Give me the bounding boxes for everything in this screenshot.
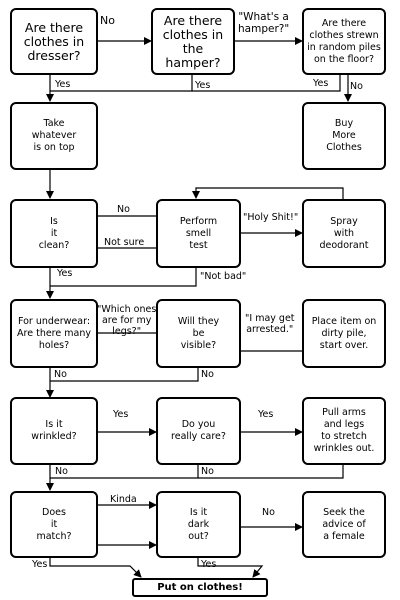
label-may-get-arrested: "I may get arrested." xyxy=(245,313,295,335)
label-no-underwear: No xyxy=(54,369,67,380)
node-place-on-dirty-pile: Place item on dirty pile, start over. xyxy=(302,299,386,368)
node-pull-arms-legs: Pull arms and legs to stretch wrinkles o… xyxy=(302,397,386,465)
label-yes-care: Yes xyxy=(258,409,274,420)
arrow-visible-no xyxy=(50,367,199,382)
node-spray-deodorant: Spray with deodorant xyxy=(302,199,386,268)
node-do-you-care: Do you really care? xyxy=(156,397,241,465)
arrow-floor-yes xyxy=(192,74,341,92)
label-yes-dresser: Yes xyxy=(55,79,71,90)
node-take-whatever: Take whatever is on top xyxy=(10,102,98,170)
label-no-dresser: No xyxy=(100,14,115,27)
label-yes-match: Yes xyxy=(32,559,48,570)
label-kinda: Kinda xyxy=(110,494,137,505)
node-clothes-in-hamper: Are there clothes in the hamper? xyxy=(151,8,235,75)
label-yes-hamper: Yes xyxy=(195,80,211,91)
node-perform-smell-test: Perform smell test xyxy=(156,199,241,268)
node-clothes-in-dresser: Are there clothes in dresser? xyxy=(10,8,98,75)
label-yes-clean: Yes xyxy=(57,268,73,279)
label-no-dark: No xyxy=(262,507,275,518)
label-holy-shit: "Holy Shit!" xyxy=(243,212,299,223)
label-not-sure: Not sure xyxy=(104,237,145,248)
node-buy-more-clothes: Buy More Clothes xyxy=(302,102,386,170)
node-seek-advice: Seek the advice of a female xyxy=(302,491,386,558)
node-will-they-be-visible: Will they be visible? xyxy=(156,299,241,368)
label-no-care: No xyxy=(201,466,214,477)
label-whats-a-hamper: "What's a hamper?" xyxy=(238,11,290,35)
label-no-clean: No xyxy=(117,204,130,215)
label-no-wrinkled: No xyxy=(55,466,68,477)
label-not-bad: "Not bad" xyxy=(200,271,247,282)
label-yes-wrinkled: Yes xyxy=(113,409,129,420)
node-put-on-clothes: Put on clothes! xyxy=(132,578,268,597)
arrow-deodorant-loop xyxy=(192,187,344,200)
label-no-visible: No xyxy=(201,369,214,380)
label-yes-dark: Yes xyxy=(201,559,217,570)
arrow-hamper-yes xyxy=(50,74,193,92)
arrow-smell-notbad xyxy=(50,267,197,287)
arrow-stretch-back xyxy=(198,464,344,479)
node-does-it-match: Does it match? xyxy=(10,491,98,558)
arrow-match-yes xyxy=(49,557,142,578)
node-is-it-clean: Is it clean? xyxy=(10,199,98,268)
node-clothes-on-floor: Are there clothes strewn in random piles… xyxy=(302,8,386,75)
node-underwear-holes: For underwear: Are there many holes? xyxy=(10,299,98,368)
label-no-floor: No xyxy=(350,81,363,92)
label-which-ones-legs: "Which ones are for my legs?" xyxy=(97,304,157,337)
label-yes-floor: Yes xyxy=(313,78,329,89)
node-is-it-wrinkled: Is it wrinkled? xyxy=(10,397,98,465)
arrow-care-no xyxy=(50,464,199,479)
arrow-dark-yes xyxy=(197,557,264,578)
node-is-it-dark-out: Is it dark out? xyxy=(156,491,241,558)
